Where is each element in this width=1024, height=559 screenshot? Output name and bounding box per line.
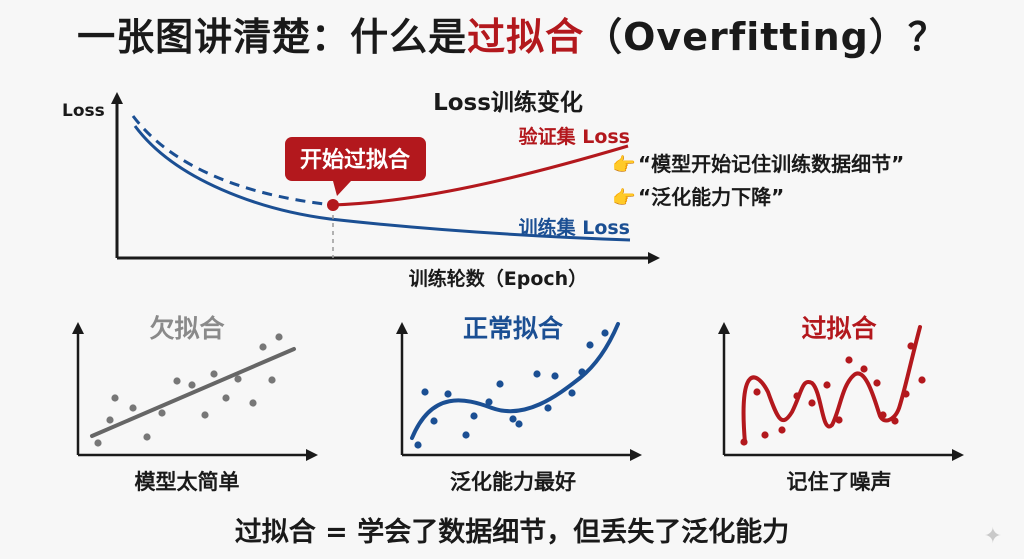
data-point (210, 370, 218, 378)
data-point (568, 389, 576, 397)
overfit-callout: 开始过拟合 (285, 137, 426, 196)
overfit-start-point (327, 199, 339, 211)
data-point (462, 431, 470, 439)
fit-line (90, 347, 296, 438)
panel-title: 过拟合 (801, 314, 877, 343)
data-points (414, 329, 609, 449)
data-point (586, 341, 594, 349)
loss-chart: Loss Loss训练变化 训练轮数（Epoch） 开始过拟合 验证集 Loss… (62, 89, 904, 290)
data-point (470, 412, 478, 420)
data-point (158, 409, 166, 417)
title-suffix: （Overfitting）？ (584, 15, 947, 59)
validation-loss-curve-late (332, 144, 629, 207)
title-highlight: 过拟合 (467, 15, 585, 59)
data-point (835, 416, 843, 424)
note-1: 👉 “模型开始记住训练数据细节” (612, 152, 904, 176)
data-point (873, 379, 881, 387)
data-point (918, 376, 926, 384)
sparkle-icon: ✦ (983, 524, 1002, 549)
data-point (601, 329, 609, 337)
data-point (753, 388, 761, 396)
data-point (907, 342, 915, 350)
data-point (793, 392, 801, 400)
data-point (845, 356, 853, 364)
note-1-text: “模型开始记住训练数据细节” (638, 152, 904, 176)
data-point (902, 390, 910, 398)
panel-caption: 泛化能力最好 (450, 470, 576, 494)
data-point (430, 417, 438, 425)
pointing-hand-icon: 👉 (612, 187, 636, 209)
panel-title: 正常拟合 (463, 314, 564, 343)
data-point (268, 376, 276, 384)
fit-curve (741, 325, 922, 445)
data-point (891, 417, 899, 425)
panel-good-fit: 正常拟合 泛 (396, 314, 642, 494)
data-point (444, 390, 452, 398)
data-point (94, 439, 102, 447)
footer-summary: 过拟合 = 学会了数据细节，但丢失了泛化能力 (234, 517, 790, 548)
data-point (485, 398, 493, 406)
loss-chart-x-label: 训练轮数（Epoch） (409, 267, 587, 290)
overfit-callout-label: 开始过拟合 (300, 147, 411, 173)
data-point (259, 343, 267, 351)
panel-caption: 模型太简单 (135, 470, 240, 494)
data-point (879, 411, 887, 419)
data-point (414, 441, 422, 449)
loss-chart-title: Loss训练变化 (433, 89, 583, 116)
data-point (129, 404, 137, 412)
data-points (94, 333, 283, 447)
panel-title: 欠拟合 (149, 314, 225, 343)
data-point (515, 420, 523, 428)
title-prefix: 一张图讲清楚：什么是 (77, 15, 468, 59)
data-point (222, 394, 230, 402)
data-point (808, 399, 816, 407)
data-point (823, 381, 831, 389)
data-point (275, 333, 283, 341)
fit-curve (410, 322, 620, 440)
data-point (740, 438, 748, 446)
pointing-hand-icon: 👉 (612, 154, 636, 176)
data-point (544, 404, 552, 412)
data-points (740, 342, 926, 446)
data-point (578, 368, 586, 376)
validation-loss-label: 验证集 Loss (519, 125, 630, 148)
page-title: 一张图讲清楚：什么是过拟合（Overfitting）？ (0, 6, 1024, 61)
panel-underfitting: 欠拟合 模型太简单 (72, 314, 318, 494)
note-2-text: “泛化能力下降” (638, 185, 784, 209)
data-point (421, 388, 429, 396)
data-point (533, 370, 541, 378)
training-loss-curve (133, 125, 631, 242)
loss-chart-y-label: Loss (62, 101, 105, 121)
data-point (551, 372, 559, 380)
data-point (761, 431, 769, 439)
data-point (143, 433, 151, 441)
panel-overfitting: 过拟合 记住了噪声 (718, 314, 964, 494)
data-point (188, 381, 196, 389)
data-point (778, 426, 786, 434)
note-2: 👉 “泛化能力下降” (612, 185, 784, 209)
data-point (201, 411, 209, 419)
training-loss-label: 训练集 Loss (519, 216, 630, 239)
data-point (106, 416, 114, 424)
data-point (249, 399, 257, 407)
data-point (234, 375, 242, 383)
data-point (111, 394, 119, 402)
validation-loss-curve-early (131, 115, 334, 207)
data-point (496, 380, 504, 388)
panel-caption: 记住了噪声 (787, 470, 892, 494)
data-point (860, 365, 868, 373)
data-point (509, 415, 517, 423)
data-point (173, 377, 181, 385)
